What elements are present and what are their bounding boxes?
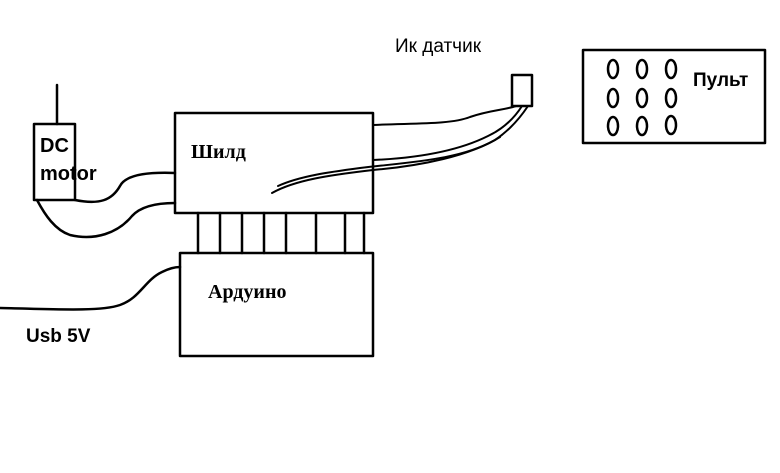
shield-box bbox=[173, 111, 375, 215]
remote-label: Пульт bbox=[693, 70, 749, 91]
usb-cable bbox=[0, 265, 182, 311]
motor-wire-top bbox=[73, 171, 177, 204]
ir-sensor-label: Ик датчик bbox=[395, 36, 482, 57]
dc-motor-box bbox=[32, 122, 77, 202]
motor-label-line2: motor bbox=[40, 163, 97, 185]
shield-label: Шилд bbox=[191, 141, 246, 163]
motor-label-line1: DC bbox=[40, 135, 69, 157]
pin-connectors bbox=[196, 211, 366, 255]
remote-box bbox=[581, 48, 767, 145]
ir-sensor-wires bbox=[271, 105, 529, 194]
ir-sensor-box bbox=[510, 73, 534, 108]
usb-label: Usb 5V bbox=[26, 326, 91, 347]
arduino-label: Ардуино bbox=[208, 281, 287, 303]
arduino-box bbox=[178, 251, 375, 358]
remote-buttons bbox=[606, 58, 678, 137]
motor-wire-bottom bbox=[35, 198, 177, 239]
